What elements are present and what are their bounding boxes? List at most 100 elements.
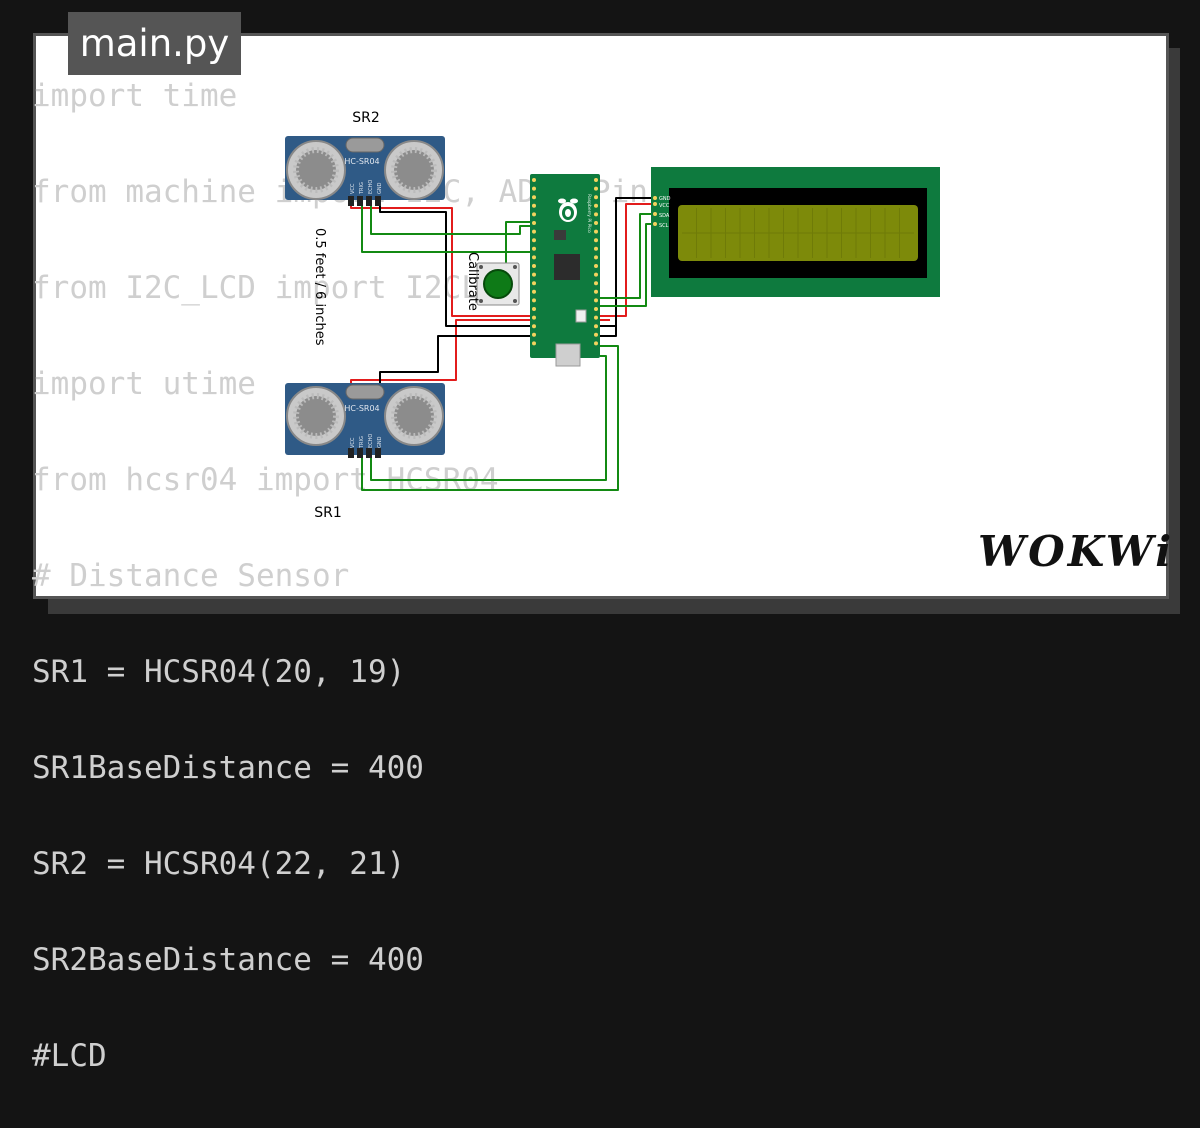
pin-label: ECHO	[368, 434, 374, 448]
pico-pin	[594, 255, 598, 260]
pico-pin	[532, 298, 536, 303]
transducer-left-icon	[286, 386, 346, 446]
pico-pin	[594, 281, 598, 286]
transducer-right-icon	[384, 140, 444, 200]
pico-pin	[594, 186, 598, 191]
wire-echo-sr2	[370, 196, 530, 235]
lcd-header-pins	[653, 196, 657, 226]
pico-pin	[532, 272, 536, 277]
pico-pin	[594, 195, 598, 200]
pico-pin	[594, 307, 598, 311]
crystal	[345, 384, 385, 400]
file-tab-main-py[interactable]: main.py	[68, 12, 241, 75]
sensor-model: HC-SR04	[344, 404, 379, 413]
wire-trig-sr1	[361, 345, 619, 491]
rp2040-chip	[554, 254, 580, 280]
crystal	[345, 137, 385, 153]
lcd-display[interactable]: GND VCC SDA SCL	[651, 167, 940, 297]
code-line: import time	[32, 78, 238, 114]
pico-pin	[594, 212, 598, 217]
pin-label: TRIG	[359, 182, 365, 195]
pin-label: ECHO	[368, 180, 374, 194]
button-label: Calibrate	[465, 252, 480, 311]
pico-label: Raspberry Pi Pico	[586, 194, 592, 233]
sensor-sr2-label: SR2	[352, 110, 380, 126]
pin-label: VCC	[350, 437, 356, 448]
wokwi-logo: WOKWi	[978, 527, 1175, 576]
calibrate-button[interactable]: Calibrate	[465, 252, 520, 311]
flash-chip	[554, 230, 566, 240]
wire-echo-sr1	[370, 355, 607, 481]
code-line: SR2 = HCSR04(22, 21)	[32, 846, 406, 882]
header-pins	[348, 196, 381, 206]
pico-pin	[532, 315, 536, 320]
pico-pin	[532, 289, 536, 294]
lcd-pin-label: VCC	[659, 203, 670, 209]
pico-pin	[594, 324, 598, 329]
pico-pin	[594, 264, 598, 268]
bootsel-button[interactable]	[575, 309, 587, 323]
pico-pin	[532, 212, 536, 217]
usb-port	[555, 343, 581, 367]
pico-pin	[594, 332, 598, 337]
pico-pin	[532, 324, 536, 329]
pico-pin	[532, 307, 536, 311]
code-line: SR1 = HCSR04(20, 19)	[32, 654, 406, 690]
wire-gnd-sr2	[379, 196, 656, 327]
pico-pin	[532, 178, 536, 182]
wire-button	[505, 221, 530, 268]
button-corner-pins	[479, 265, 517, 303]
raspberry-logo-icon	[558, 198, 578, 222]
circuit-diagram: SR2 HC-SR04 VCC TRIG ECHO GND 0.5 feet /…	[285, 110, 940, 521]
wire-scl	[600, 223, 656, 307]
pico-pin	[594, 229, 598, 234]
sensor-sr2[interactable]: SR2 HC-SR04 VCC TRIG ECHO GND	[285, 110, 445, 206]
pico-pin	[594, 221, 598, 225]
pico-pin	[532, 238, 536, 243]
wires	[350, 196, 656, 491]
pico-pin	[532, 203, 536, 208]
pico-pin	[532, 281, 536, 286]
lcd-pin-label: SDA	[659, 213, 670, 219]
pico-pin	[594, 315, 598, 320]
pin-label: TRIG	[359, 436, 365, 449]
pico-pins-right	[594, 178, 598, 346]
code-line: SR1BaseDistance = 400	[32, 750, 424, 786]
pin-label: VCC	[350, 183, 356, 194]
sensor-sr1-label: SR1	[314, 505, 342, 521]
code-line: # Distance Sensor	[32, 558, 350, 594]
pico-pin	[594, 246, 598, 251]
spacing-label: 0.5 feet / 6 inches	[312, 228, 327, 346]
pico-pin	[594, 238, 598, 243]
pico-pin	[532, 195, 536, 200]
code-line: from hcsr04 import HCSR04	[32, 462, 499, 498]
code-line: #LCD	[32, 1038, 107, 1074]
pin-label: GND	[377, 182, 383, 194]
pico-pin	[594, 298, 598, 303]
lcd-pin-label: GND	[659, 196, 671, 202]
pico-pin	[594, 289, 598, 294]
lcd-character-grid	[682, 208, 914, 258]
pico-pin	[532, 332, 536, 337]
header-pins	[348, 448, 381, 458]
pin-label: GND	[377, 436, 383, 448]
code-line: import utime	[32, 366, 256, 402]
pico-pin	[532, 341, 536, 346]
pico-pin	[532, 221, 536, 225]
pico-pins-left	[532, 178, 536, 346]
wire-trig-sr2	[361, 196, 530, 253]
pico-pin	[594, 272, 598, 277]
pico-pin	[594, 203, 598, 208]
pico-pin	[594, 178, 598, 182]
pico-pin	[532, 186, 536, 191]
pico-pin	[532, 264, 536, 268]
sensor-sr1[interactable]: HC-SR04 VCC TRIG ECHO GND SR1	[285, 383, 445, 521]
button-cap[interactable]	[483, 269, 513, 299]
transducer-right-icon	[384, 386, 444, 446]
wire-sda	[600, 213, 656, 299]
transducer-left-icon	[286, 140, 346, 200]
lcd-pin-label: SCL	[659, 223, 669, 229]
pico-pin	[532, 255, 536, 260]
code-line: SR2BaseDistance = 400	[32, 942, 424, 978]
pico-board[interactable]: Raspberry Pi Pico	[530, 174, 600, 367]
